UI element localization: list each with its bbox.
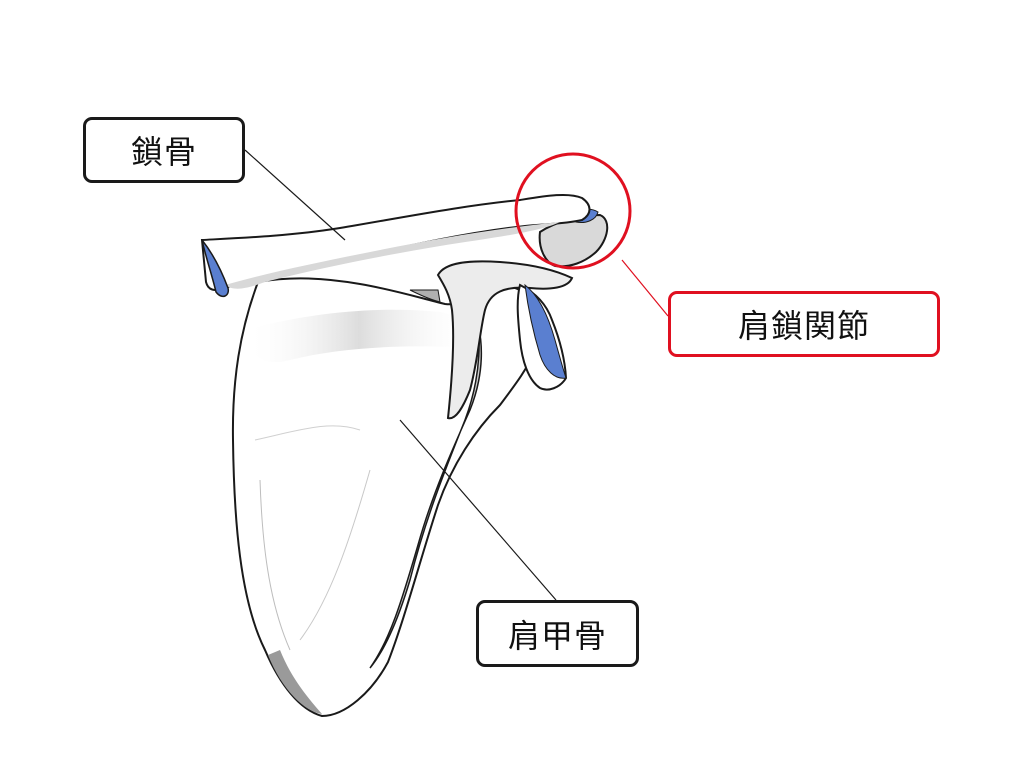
- scapula-label: 肩甲骨: [476, 600, 639, 667]
- scapula-label-text: 肩甲骨: [507, 616, 607, 655]
- ac-joint-leader-line: [621, 259, 669, 317]
- ac-joint-highlight-circle: [514, 152, 632, 270]
- scapula-leader-line: [399, 419, 557, 601]
- clavicle-leader-line: [244, 149, 346, 241]
- acromion: [409, 260, 574, 420]
- acromioclavicular-joint-label: 肩鎖関節: [668, 291, 940, 357]
- clavicle-label-text: 鎖骨: [130, 133, 197, 171]
- acromioclavicular-joint-label-text: 肩鎖関節: [737, 307, 870, 345]
- clavicle-label: 鎖骨: [83, 117, 245, 183]
- clavicle-bone: [200, 193, 591, 298]
